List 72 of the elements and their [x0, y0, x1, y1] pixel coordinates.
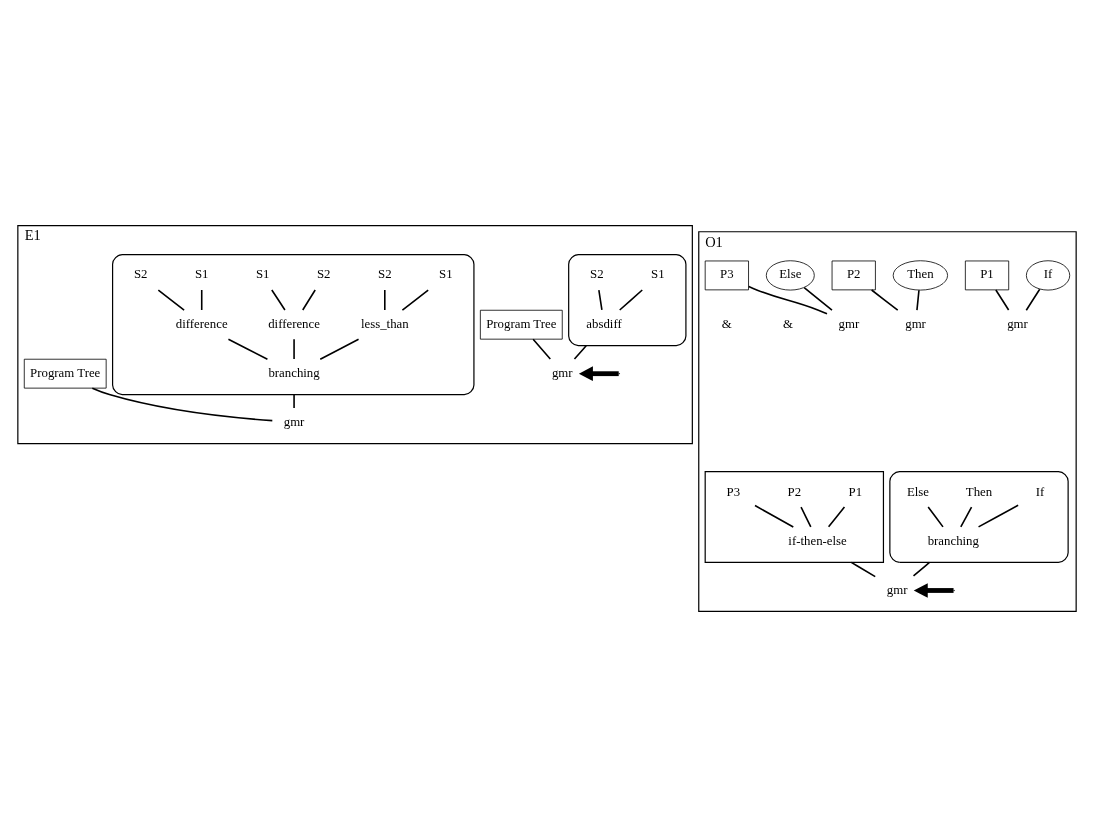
connector: [401, 288, 429, 311]
node-box: P3: [704, 260, 749, 290]
cluster: [112, 253, 475, 395]
connector: [532, 337, 552, 360]
node-text: S2: [133, 266, 148, 281]
connector: [803, 286, 833, 311]
node-text: less_than: [360, 316, 409, 331]
connector: [293, 337, 295, 360]
node-text: If: [1035, 484, 1045, 499]
node-text: Else: [906, 484, 930, 499]
cluster: [889, 470, 1069, 563]
connector: [850, 561, 877, 577]
node-text: P3: [726, 484, 741, 499]
node-text: difference: [175, 316, 228, 331]
node-text: P1: [848, 484, 863, 499]
node-ellipse: If: [1025, 259, 1071, 290]
connector: [319, 337, 360, 360]
node-text: S1: [439, 266, 453, 281]
node-text: gmr: [905, 316, 926, 331]
connector: [747, 285, 828, 315]
node-text: branching: [268, 365, 320, 380]
node-text: gmr: [886, 582, 908, 597]
connector: [200, 288, 203, 311]
connector: [598, 288, 603, 311]
node-text: S2: [316, 266, 331, 281]
node-box: P2: [831, 260, 876, 290]
node-text: branching: [927, 533, 979, 548]
connector: [960, 505, 973, 528]
connector: [916, 288, 920, 311]
connector: [293, 393, 295, 409]
connector: [227, 337, 269, 360]
connector: [301, 288, 316, 311]
label: &: [721, 316, 732, 331]
node-text: gmr: [838, 316, 860, 331]
node-text: S2: [590, 266, 604, 281]
node-ellipse: Then: [892, 259, 948, 290]
node-box: P1: [964, 260, 1010, 290]
connector: [870, 288, 899, 311]
node-text: P2: [787, 484, 802, 499]
connector: [573, 344, 588, 360]
connector: [754, 504, 795, 528]
connector: [827, 505, 846, 528]
connector: [912, 561, 931, 577]
node-box: Program Tree: [23, 358, 107, 389]
cluster: [704, 470, 885, 563]
node-box: Program Tree: [479, 309, 563, 340]
node-text: difference: [268, 316, 320, 331]
connector: [1025, 287, 1041, 311]
connector: [271, 288, 286, 311]
arrow: [578, 365, 619, 381]
connector: [927, 505, 944, 528]
connector: [91, 386, 274, 421]
arrow: [913, 582, 954, 598]
connector: [977, 503, 1019, 528]
node-text: S1: [255, 266, 270, 281]
node-text: if-then-else: [788, 533, 847, 548]
node-text: Then: [965, 484, 993, 499]
connector: [800, 505, 812, 528]
node-ellipse: Else: [765, 259, 815, 290]
connector: [995, 288, 1010, 311]
node-text: S1: [194, 266, 209, 281]
node-text: gmr: [1007, 316, 1028, 331]
node-text: gmr: [283, 414, 305, 429]
connector: [157, 288, 185, 311]
node-text: gmr: [551, 365, 573, 380]
label: &: [782, 316, 793, 331]
connector: [618, 288, 644, 311]
connector: [384, 288, 386, 311]
node-text: S2: [378, 266, 392, 281]
node-text: S1: [651, 266, 665, 281]
node-text: absdiff: [586, 316, 622, 331]
cluster: [568, 253, 687, 346]
